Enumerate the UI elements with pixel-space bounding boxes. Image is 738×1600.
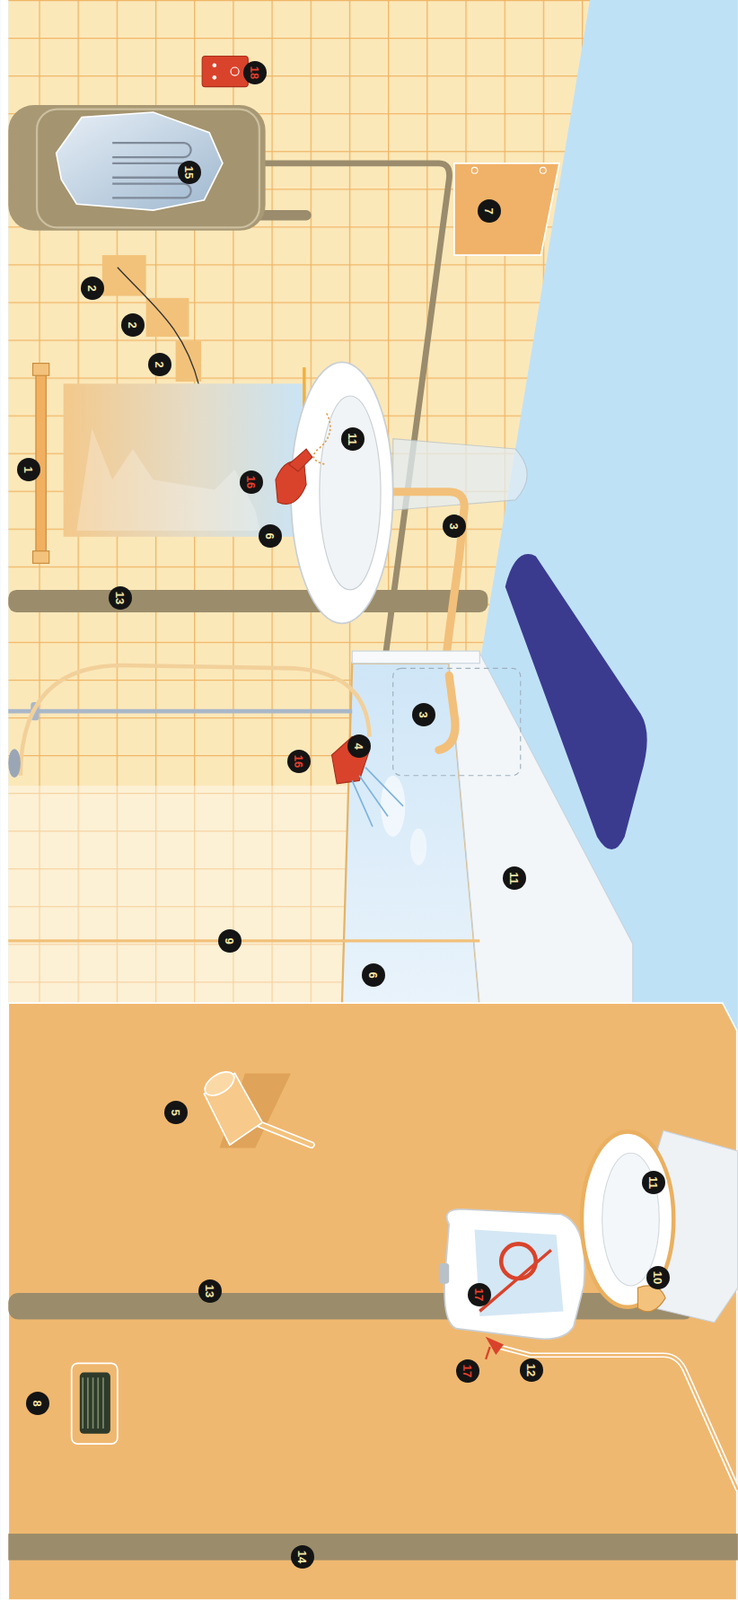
callout-number: 3 bbox=[412, 702, 436, 727]
callout-number: 14 bbox=[290, 1545, 315, 1569]
callout-number: 17 bbox=[456, 1359, 480, 1383]
flush-button bbox=[439, 1263, 449, 1284]
callout-number: 17 bbox=[467, 1282, 492, 1307]
callout-number: 3 bbox=[442, 514, 466, 538]
callout-number: 4 bbox=[347, 734, 371, 758]
sink-chain bbox=[313, 412, 331, 465]
air-vent bbox=[71, 1362, 118, 1444]
tank-float bbox=[500, 1243, 536, 1279]
sink-tap bbox=[289, 448, 313, 472]
water-splash bbox=[410, 828, 427, 866]
mirror bbox=[63, 383, 307, 536]
callout-number: 12 bbox=[519, 1358, 544, 1382]
panel-screw bbox=[539, 166, 546, 174]
panel-screw bbox=[471, 166, 478, 174]
heater-cutaway bbox=[56, 112, 223, 211]
wall-band bbox=[8, 589, 488, 613]
bath-drain bbox=[393, 667, 521, 775]
wall-band bbox=[8, 1533, 738, 1561]
left-margin bbox=[0, 0, 9, 1600]
callout-number: 13 bbox=[198, 1279, 222, 1303]
box-detail bbox=[212, 62, 218, 68]
rail-bracket bbox=[33, 363, 50, 377]
water-heater-body bbox=[36, 109, 260, 229]
callout-number: 16 bbox=[287, 749, 311, 774]
access-panel bbox=[454, 163, 560, 255]
toilet-seat bbox=[581, 1131, 674, 1307]
shower-handle bbox=[8, 748, 21, 778]
box-detail bbox=[212, 75, 218, 80]
sink-basin bbox=[290, 361, 394, 624]
shower-rail bbox=[8, 709, 352, 714]
callout-number: 11 bbox=[341, 427, 365, 451]
callout-number: 6 bbox=[258, 524, 282, 548]
box-detail bbox=[230, 67, 239, 76]
callout-number: 10 bbox=[646, 1265, 670, 1290]
callout-number: 7 bbox=[477, 199, 501, 223]
callout-number: 5 bbox=[164, 1100, 188, 1125]
bath-mat bbox=[505, 553, 648, 850]
float-arm bbox=[479, 1249, 552, 1311]
electric-wire bbox=[117, 267, 200, 387]
water-supply-pipe bbox=[492, 1344, 738, 1490]
vent-slats bbox=[82, 1377, 104, 1429]
callout-number: 16 bbox=[239, 470, 264, 494]
callout-number: 9 bbox=[218, 929, 242, 953]
wall-band bbox=[8, 1292, 695, 1320]
callout-number: 13 bbox=[108, 586, 132, 610]
callout-number: 2 bbox=[148, 352, 172, 377]
water-heater bbox=[8, 105, 265, 231]
shower-spray bbox=[351, 767, 404, 827]
mirror-reflection bbox=[76, 428, 261, 531]
bath-rim bbox=[351, 650, 480, 664]
shower-hose bbox=[20, 665, 370, 776]
rail-bracket bbox=[33, 551, 50, 564]
callout-number: 2 bbox=[80, 276, 105, 300]
water-supply-pipe bbox=[492, 1344, 738, 1490]
callout-number: 15 bbox=[177, 160, 202, 185]
heater-stub bbox=[260, 210, 307, 220]
callout-number: 1 bbox=[17, 457, 41, 482]
roller-end bbox=[201, 1066, 239, 1100]
bath-trap bbox=[439, 675, 456, 750]
callout-number: 11 bbox=[641, 1170, 666, 1195]
electrical-box bbox=[202, 56, 248, 88]
vent-grille bbox=[79, 1372, 111, 1434]
wall-panel bbox=[8, 1002, 737, 1600]
tank-cutaway bbox=[474, 1229, 564, 1317]
callout-number: 6 bbox=[361, 963, 386, 987]
stop-valve bbox=[485, 1338, 502, 1360]
callout-number: 2 bbox=[121, 313, 145, 337]
callout-number: 8 bbox=[26, 1391, 50, 1415]
toilet-connector bbox=[637, 1285, 666, 1312]
curtain-rail bbox=[8, 939, 480, 942]
water-splash bbox=[380, 775, 405, 837]
sink-bowl bbox=[319, 395, 381, 590]
callout-number: 18 bbox=[243, 61, 267, 85]
toilet-tank bbox=[444, 1209, 585, 1340]
callout-number: 11 bbox=[502, 866, 527, 890]
loose-tile bbox=[175, 341, 202, 382]
